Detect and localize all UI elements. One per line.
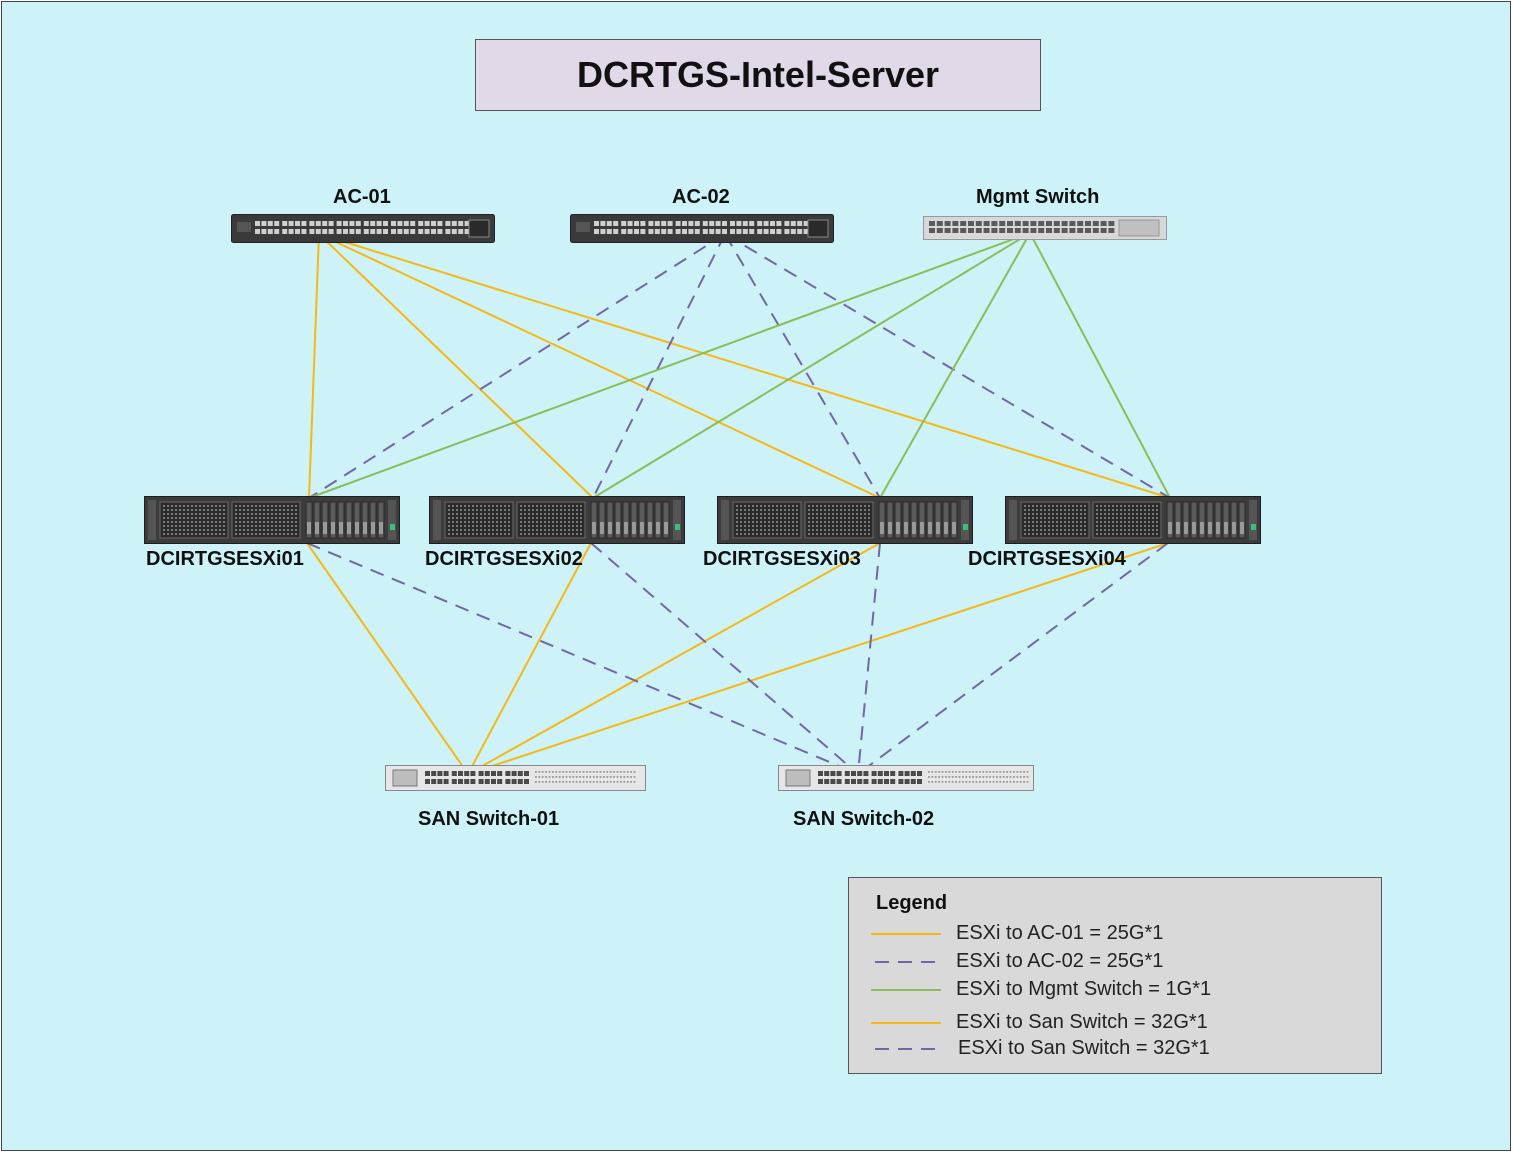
legend-item-label: ESXi to AC-02 = 25G*1 (956, 950, 1164, 972)
legend-item: ESXi to AC-02 = 25G*1 (871, 950, 1371, 974)
legend-item-label: ESXi to San Switch = 32G*1 (956, 1011, 1208, 1033)
legend-line-swatch (871, 933, 941, 935)
link-ac02-esxi04 (724, 233, 1171, 499)
legend-line-swatch (871, 989, 941, 991)
legend-item: ESXi to San Switch = 32G*1 (871, 1011, 1371, 1035)
legend-item: ESXi to AC-01 = 25G*1 (871, 922, 1371, 946)
legend-line-swatch (875, 1048, 941, 1050)
ac01-switch-icon[interactable] (231, 214, 495, 243)
esxi03-server-icon[interactable] (717, 496, 973, 544)
diagram-title: DCRTGS-Intel-Server (475, 39, 1041, 111)
link-esxi04-san02 (857, 542, 1169, 775)
link-ac02-esxi01 (308, 233, 726, 499)
esxi04-label: DCIRTGSESXi04 (968, 548, 1126, 570)
legend-box: Legend ESXi to AC-01 = 25G*1 ESXi to AC-… (848, 877, 1382, 1074)
link-esxi02-san02 (590, 542, 859, 775)
link-esxi02-san01 (467, 542, 592, 775)
ac02-switch-icon[interactable] (570, 214, 834, 243)
esxi03-label: DCIRTGSESXi03 (703, 548, 861, 570)
legend-item: ESXi to San Switch = 32G*1 (871, 1037, 1371, 1061)
legend-title: Legend (876, 892, 948, 914)
link-ac01-esxi03 (318, 233, 881, 499)
esxi01-server-icon[interactable] (144, 496, 400, 544)
link-esxi04-san01 (467, 542, 1169, 775)
link-ac01-esxi01 (308, 233, 320, 499)
san01-label: SAN Switch-01 (418, 808, 560, 830)
link-ac02-esxi03 (724, 233, 881, 499)
esxi01-label: DCIRTGSESXi01 (146, 548, 304, 570)
link-ac01-esxi04 (318, 233, 1171, 499)
legend-item: ESXi to Mgmt Switch = 1G*1 (871, 978, 1371, 1002)
ac02-label: AC-02 (672, 186, 730, 208)
esxi02-server-icon[interactable] (429, 496, 685, 544)
esxi02-label: DCIRTGSESXi02 (425, 548, 583, 570)
mgmt-switch-label: Mgmt Switch (976, 186, 1100, 208)
legend-line-swatch (875, 961, 941, 963)
san02-label: SAN Switch-02 (793, 808, 935, 830)
ac01-label: AC-01 (333, 186, 391, 208)
legend-item-label: ESXi to San Switch = 32G*1 (958, 1037, 1210, 1059)
link-mgmt-esxi02 (592, 232, 1031, 499)
legend-item-label: ESXi to AC-01 = 25G*1 (956, 922, 1164, 944)
link-mgmt-esxi01 (308, 232, 1031, 499)
mgmt-switch-icon[interactable] (923, 216, 1167, 240)
link-esxi01-san01 (306, 542, 469, 775)
link-mgmt-esxi04 (1029, 232, 1171, 499)
link-esxi03-san01 (467, 542, 881, 775)
san02-switch-icon[interactable] (778, 765, 1034, 791)
san01-switch-icon[interactable] (385, 765, 646, 791)
link-esxi01-san02 (306, 542, 859, 775)
esxi04-server-icon[interactable] (1005, 496, 1261, 544)
link-ac01-esxi02 (318, 233, 594, 499)
legend-line-swatch (871, 1022, 941, 1024)
link-mgmt-esxi03 (879, 232, 1031, 499)
legend-item-label: ESXi to Mgmt Switch = 1G*1 (956, 978, 1212, 1000)
link-esxi03-san02 (857, 542, 881, 775)
link-ac02-esxi02 (592, 233, 726, 499)
